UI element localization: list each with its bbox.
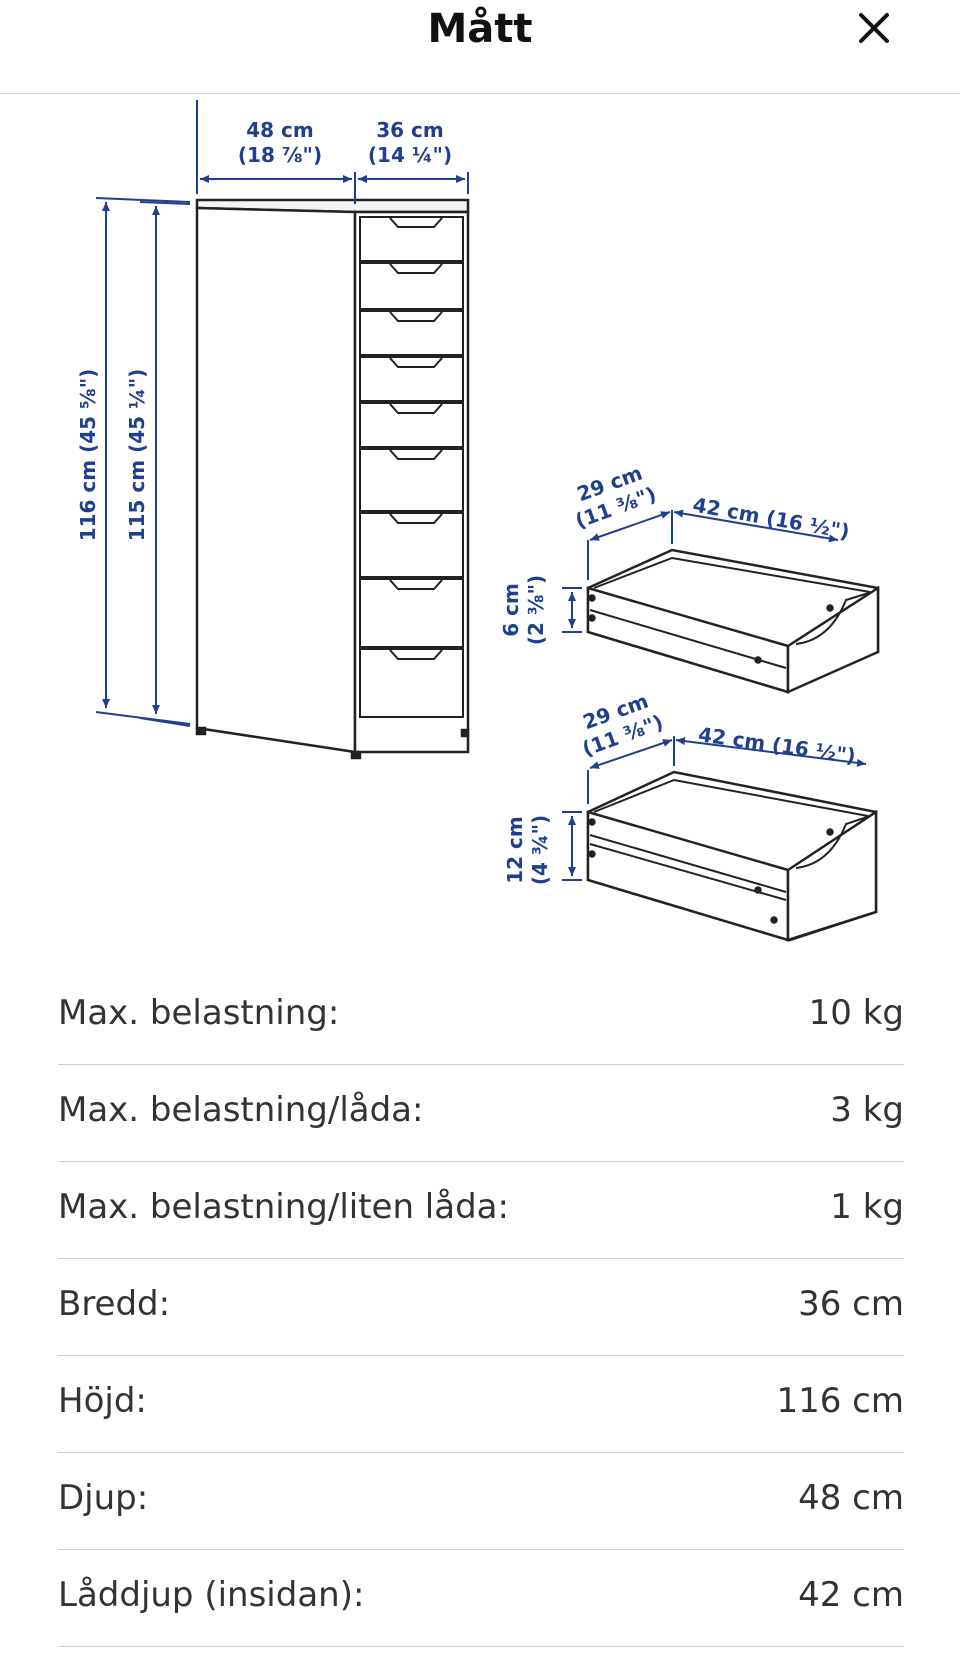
page-title: Mått	[427, 6, 533, 52]
large-drawer-depth: 42 cm (16 ½")	[697, 722, 857, 768]
large-drawer-drawing	[586, 770, 878, 942]
spec-row-width: Bredd: 36 cm	[58, 1259, 904, 1356]
drawer-front	[359, 648, 464, 718]
large-drawer-dimensions	[562, 736, 867, 881]
cabinet-height-dimensions	[95, 197, 191, 727]
drawer-front	[359, 262, 464, 310]
cabinet-height-outer: 116 cm (45 ⅝")	[76, 369, 100, 542]
close-button[interactable]	[848, 2, 900, 54]
drawer-handle	[389, 513, 443, 524]
drawer-handle	[389, 403, 443, 414]
spec-label: Låddjup (insidan):	[58, 1575, 365, 1615]
spec-value: 1 kg	[830, 1187, 904, 1227]
drawer-handle	[389, 217, 443, 228]
spec-value: 116 cm	[776, 1381, 904, 1421]
drawer-front	[359, 310, 464, 356]
drawer-handle	[389, 579, 443, 590]
spec-row-height: Höjd: 116 cm	[58, 1356, 904, 1453]
spec-label: Max. belastning/liten låda:	[58, 1187, 509, 1227]
spec-list: Max. belastning: 10 kg Max. belastning/l…	[58, 968, 904, 1647]
header-bar: Mått	[0, 0, 960, 94]
small-drawer-depth: 42 cm (16 ½")	[691, 493, 851, 544]
drawer-front	[359, 356, 464, 402]
spec-row-max-load: Max. belastning: 10 kg	[58, 968, 904, 1065]
dimension-diagram: 48 cm (18 ⅞") 36 cm (14 ¼") 116 cm (45 ⅝…	[0, 100, 960, 960]
spec-value: 3 kg	[830, 1090, 904, 1130]
spec-label: Höjd:	[58, 1381, 147, 1421]
spec-label: Bredd:	[58, 1284, 171, 1324]
close-icon	[859, 13, 889, 43]
spec-value: 36 cm	[798, 1284, 904, 1324]
spec-row-depth: Djup: 48 cm	[58, 1453, 904, 1550]
large-drawer-height-cm: 12 cm	[503, 816, 527, 884]
spec-row-max-load-drawer: Max. belastning/låda: 3 kg	[58, 1065, 904, 1162]
drawer-handle	[389, 649, 443, 660]
small-drawer-drawing	[586, 548, 880, 694]
spec-row-max-load-small-drawer: Max. belastning/liten låda: 1 kg	[58, 1162, 904, 1259]
cabinet-width-in: (18 ⅞")	[238, 143, 322, 167]
drawer-front	[359, 216, 464, 262]
small-drawer-height-cm: 6 cm	[499, 583, 523, 637]
drawer-handle	[389, 311, 443, 322]
cabinet-top-dimensions	[196, 100, 469, 204]
spec-value: 10 kg	[808, 993, 904, 1033]
small-drawer-dimensions	[562, 509, 839, 633]
spec-value: 48 cm	[798, 1478, 904, 1518]
dimension-drawing: 48 cm (18 ⅞") 36 cm (14 ¼") 116 cm (45 ⅝…	[76, 100, 880, 942]
cabinet-depth-in: (14 ¼")	[368, 143, 452, 167]
cabinet-height-inner: 115 cm (45 ¼")	[125, 369, 149, 542]
drawer-handle	[389, 263, 443, 274]
drawer-handle	[389, 357, 443, 368]
cabinet-width-cm: 48 cm	[246, 118, 314, 142]
spec-label: Max. belastning/låda:	[58, 1090, 424, 1130]
drawer-handle	[389, 449, 443, 460]
small-drawer-height-in: (2 ⅜")	[524, 575, 548, 645]
spec-label: Max. belastning:	[58, 993, 340, 1033]
spec-value: 42 cm	[798, 1575, 904, 1615]
spec-label: Djup:	[58, 1478, 149, 1518]
spec-row-drawer-depth-inside: Låddjup (insidan): 42 cm	[58, 1550, 904, 1647]
drawer-front	[359, 402, 464, 448]
drawer-front	[359, 578, 464, 648]
large-drawer-height-in: (4 ¾")	[528, 815, 552, 885]
cabinet-depth-cm: 36 cm	[376, 118, 444, 142]
cabinet-drawer-fronts	[359, 216, 464, 718]
